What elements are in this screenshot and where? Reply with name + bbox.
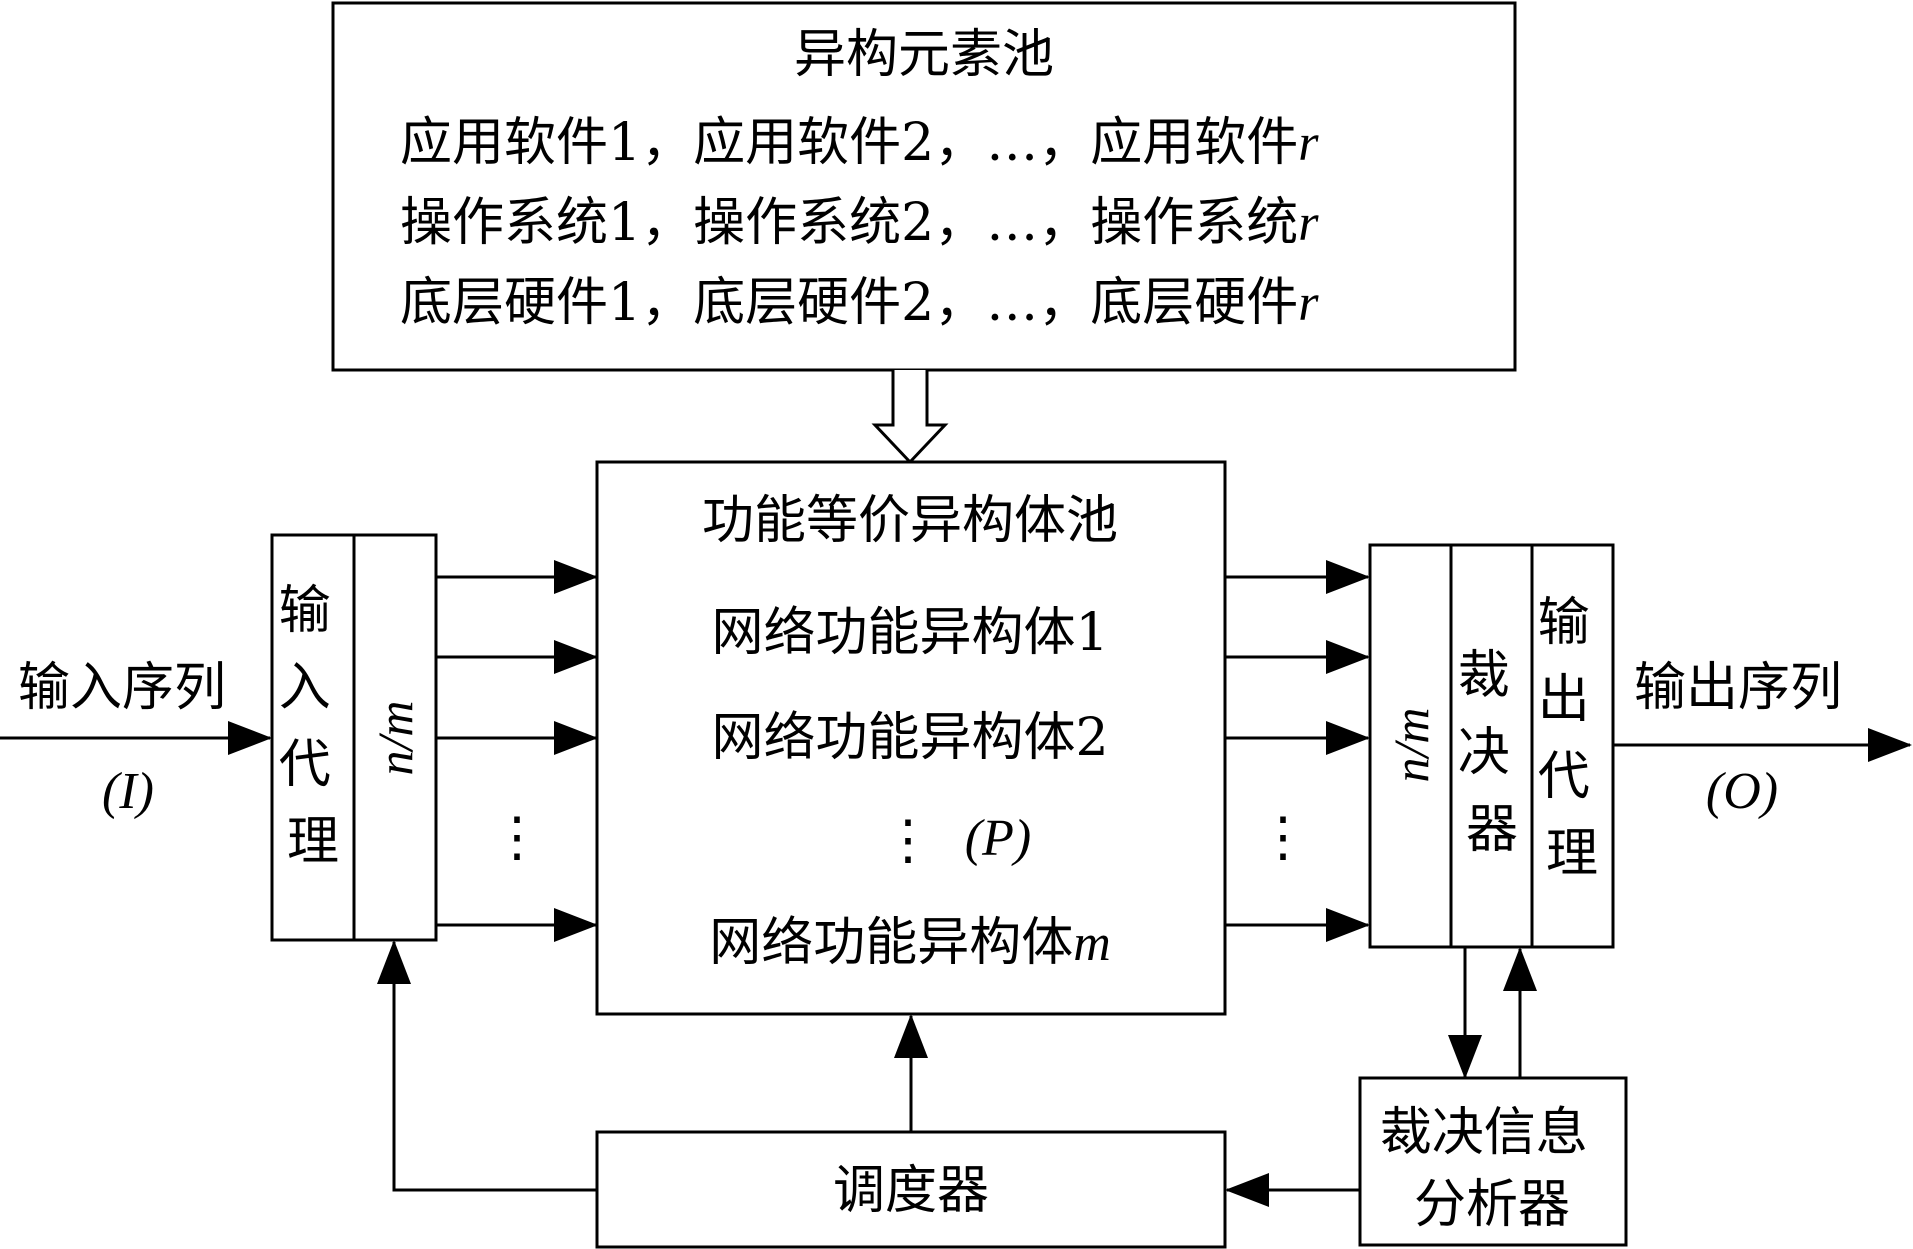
- input-proxy-block: 输 入 代 理 n/m: [270, 533, 438, 942]
- output-sequence-label: 输出序列: [1634, 658, 1842, 718]
- input-sequence-label: 输入序列: [18, 658, 226, 718]
- scheduler-to-input-proxy-arrow: [377, 940, 597, 1192]
- output-vdots: ⋮: [1256, 807, 1310, 867]
- heterogeneous-element-pool: 异构元素池 应用软件1，应用软件2，…，应用软件r 操作系统1，操作系统2，…，…: [331, 1, 1517, 372]
- input-proxy-label: 输 入 代 理: [279, 581, 348, 872]
- input-to-hetero-arrows: [436, 560, 598, 942]
- scheduler-label: 调度器: [833, 1161, 989, 1221]
- input-vdots: ⋮: [490, 807, 544, 867]
- output-variable-label: (O): [1706, 763, 1778, 820]
- pool-title: 异构元素池: [794, 25, 1054, 85]
- pool-row-hardware: 底层硬件1，底层硬件2，…，底层硬件r: [400, 273, 1319, 333]
- hetero-item-1: 网络功能异构体1: [711, 603, 1108, 663]
- functional-heterogeneous-pool: 功能等价异构体池 网络功能异构体1 网络功能异构体2 ⋮ (P) 网络功能异构体…: [595, 460, 1227, 1016]
- hollow-down-arrow: [871, 370, 949, 465]
- judge-label: 裁 决 器: [1458, 646, 1527, 860]
- hetero-vdots: ⋮: [881, 810, 935, 870]
- hetero-item-2: 网络功能异构体2: [711, 708, 1108, 768]
- hetero-pool-title: 功能等价异构体池: [702, 491, 1118, 551]
- hetero-to-output-arrows: [1225, 560, 1370, 942]
- hetero-item-m: 网络功能异构体m: [709, 913, 1111, 973]
- pool-row-os: 操作系统1，操作系统2，…，操作系统r: [400, 193, 1319, 253]
- input-variable-label: (I): [102, 763, 154, 820]
- scheduler-block: 调度器: [595, 1130, 1227, 1249]
- hetero-p-label: (P): [965, 810, 1031, 867]
- input-ratio-label: n/m: [367, 701, 423, 776]
- analyzer-label: 裁决信息 分析器: [1380, 1103, 1605, 1235]
- output-proxy-block: n/m 裁 决 器 输 出 代 理: [1368, 543, 1615, 949]
- output-ratio-label: n/m: [1383, 708, 1439, 783]
- output-proxy-label: 输 出 代 理: [1538, 593, 1607, 884]
- analyzer-block: 裁决信息 分析器: [1358, 1076, 1628, 1247]
- pool-row-software: 应用软件1，应用软件2，…，应用软件r: [400, 113, 1319, 173]
